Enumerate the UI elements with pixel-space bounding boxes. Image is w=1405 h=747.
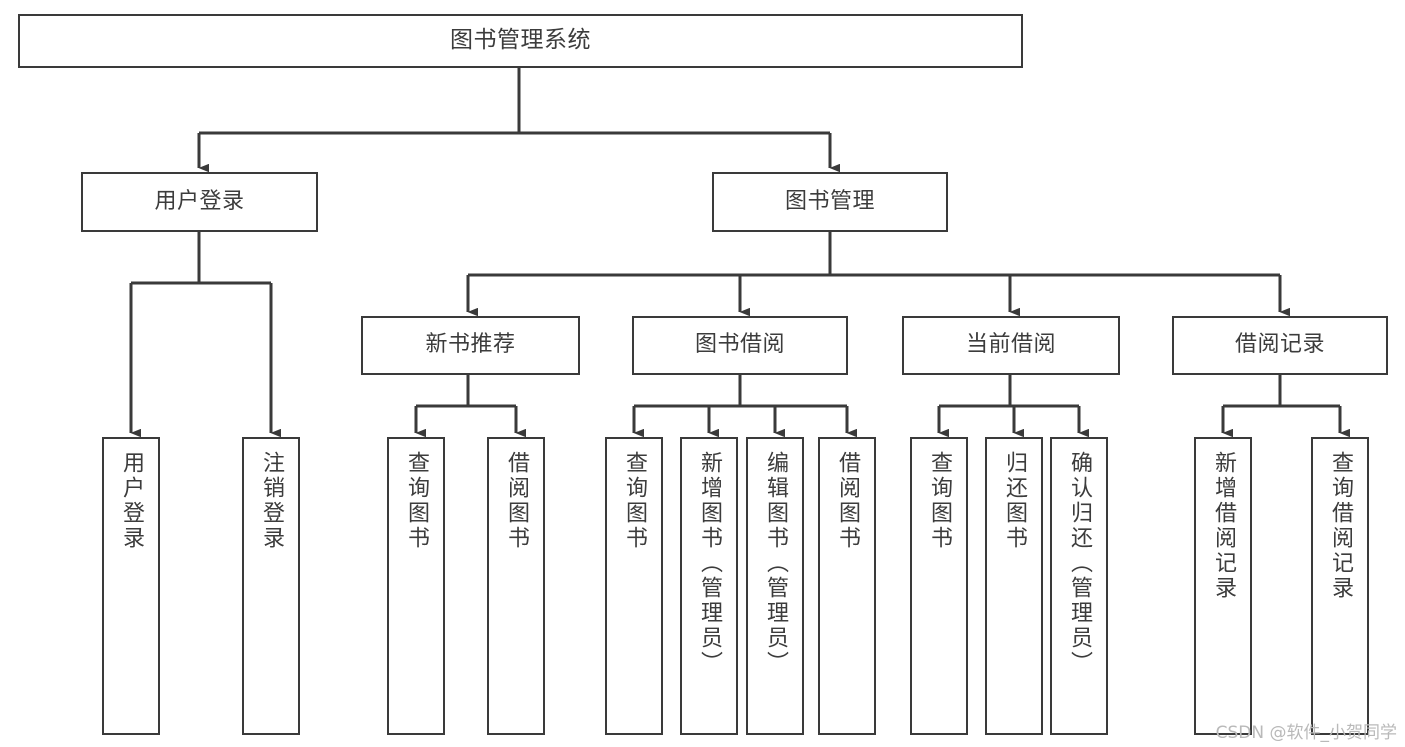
- node-leaf-newbook-borrow-book[interactable]: 借阅图书: [487, 437, 545, 735]
- node-book-borrow[interactable]: 图书借阅: [632, 316, 848, 375]
- node-leaf-record-query[interactable]: 查询借阅记录: [1311, 437, 1369, 735]
- node-borrow-record-label: 借阅记录: [1234, 332, 1325, 358]
- node-leaf-borrow-edit-book-label: 编辑图书（管理员）: [763, 451, 788, 676]
- node-leaf-record-add-label: 新增借阅记录: [1211, 451, 1236, 601]
- node-leaf-borrow-add-book-label: 新增图书（管理员）: [697, 451, 722, 676]
- node-leaf-logout[interactable]: 注销登录: [242, 437, 300, 735]
- node-borrow-record[interactable]: 借阅记录: [1172, 316, 1388, 375]
- node-leaf-borrow-query-book-label: 查询图书: [622, 451, 647, 551]
- node-current-borrow[interactable]: 当前借阅: [902, 316, 1120, 375]
- node-leaf-borrow-borrow-book[interactable]: 借阅图书: [818, 437, 876, 735]
- node-leaf-user-login[interactable]: 用户登录: [102, 437, 160, 735]
- node-book-borrow-label: 图书借阅: [694, 332, 785, 358]
- node-user-login-label: 用户登录: [154, 188, 245, 214]
- node-leaf-newbook-query-book[interactable]: 查询图书: [387, 437, 445, 735]
- node-leaf-borrow-query-book[interactable]: 查询图书: [605, 437, 663, 735]
- node-leaf-borrow-edit-book[interactable]: 编辑图书（管理员）: [746, 437, 804, 735]
- node-root-system-label: 图书管理系统: [450, 27, 591, 54]
- node-leaf-current-return-book-label: 归还图书: [1002, 451, 1027, 551]
- node-leaf-newbook-borrow-book-label: 借阅图书: [504, 451, 529, 551]
- node-leaf-borrow-borrow-book-label: 借阅图书: [835, 451, 860, 551]
- node-new-book-recommend-label: 新书推荐: [425, 332, 516, 358]
- node-book-management[interactable]: 图书管理: [712, 172, 948, 232]
- node-leaf-logout-label: 注销登录: [259, 451, 284, 551]
- node-leaf-current-query-book[interactable]: 查询图书: [910, 437, 968, 735]
- node-book-management-label: 图书管理: [784, 188, 875, 214]
- node-leaf-current-query-book-label: 查询图书: [927, 451, 952, 551]
- node-leaf-user-login-label: 用户登录: [119, 451, 144, 551]
- node-user-login[interactable]: 用户登录: [81, 172, 318, 232]
- node-leaf-record-query-label: 查询借阅记录: [1328, 451, 1353, 601]
- node-leaf-newbook-query-book-label: 查询图书: [404, 451, 429, 551]
- node-leaf-current-confirm-return[interactable]: 确认归还（管理员）: [1050, 437, 1108, 735]
- node-leaf-borrow-add-book[interactable]: 新增图书（管理员）: [680, 437, 738, 735]
- node-root-system[interactable]: 图书管理系统: [18, 14, 1023, 68]
- node-new-book-recommend[interactable]: 新书推荐: [361, 316, 580, 375]
- node-leaf-current-confirm-return-label: 确认归还（管理员）: [1067, 451, 1092, 676]
- node-current-borrow-label: 当前借阅: [965, 332, 1056, 358]
- node-leaf-current-return-book[interactable]: 归还图书: [985, 437, 1043, 735]
- node-leaf-record-add[interactable]: 新增借阅记录: [1194, 437, 1252, 735]
